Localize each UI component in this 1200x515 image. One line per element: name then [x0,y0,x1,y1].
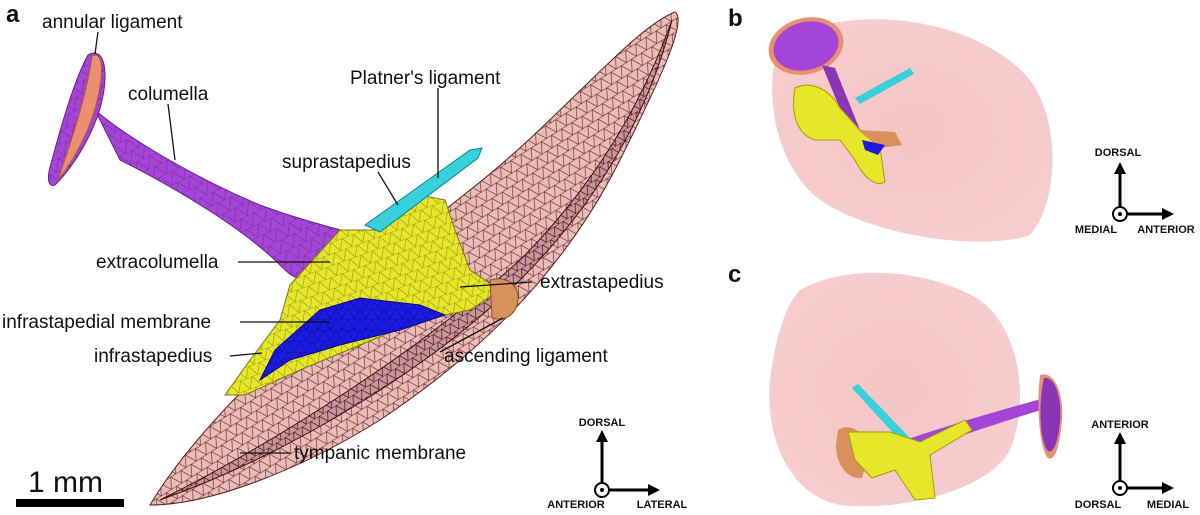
label-annular-ligament: annular ligament [42,12,183,33]
axis-c-up: ANTERIOR [1091,419,1149,431]
label-infrastapedius: infrastapedius [94,346,212,367]
label-tympanic-membrane: tympanic membrane [294,443,466,464]
annular-ligament [57,54,103,181]
orientation-axes-c: ANTERIOR DORSAL MEDIAL [1075,419,1190,511]
axis-c-left: DORSAL [1075,499,1122,511]
infrastapedial-membrane-b [862,140,885,155]
label-columella: columella [128,84,209,105]
columella-footplate-face-c [1040,377,1061,452]
orientation-axes-b: DORSAL MEDIAL ANTERIOR [1075,147,1195,236]
infrastapedial-membrane [258,297,447,382]
panel-b: b DORSAL MEDIAL ANTERIOR [728,5,1195,242]
panel-label-b: b [728,5,743,32]
leader-lines [94,31,533,454]
platners-ligament-b [855,68,914,104]
scale-bar [16,499,124,507]
columella-shaft-b [822,65,862,138]
axis-a-right: LATERAL [637,499,688,511]
ascending-ligament [489,278,519,320]
label-suprastapedius: suprastapedius [282,152,411,173]
scale-bar-label: 1 mm [28,466,103,499]
label-ascending-ligament: ascending ligament [444,346,608,367]
panel-label-c: c [728,261,741,288]
extracolumella-c [847,419,973,501]
tympanic-membrane-fold [159,19,673,501]
ascending-ligament-b [858,130,902,148]
extracolumella-b [793,84,886,184]
label-extracolumella: extracolumella [96,252,219,273]
axis-a-left: ANTERIOR [547,499,605,511]
columella-footplate-face-b [773,21,839,71]
axis-b-left: MEDIAL [1075,224,1117,236]
platners-ligament-c [852,384,912,446]
axis-a-up: DORSAL [579,417,626,429]
axis-b-right: ANTERIOR [1137,224,1195,236]
ghost-tympanic-membrane-b [772,19,1053,242]
label-platners-ligament: Platner's ligament [350,68,501,89]
orientation-axes-a: DORSAL ANTERIOR LATERAL [547,417,687,511]
ghost-tympanic-membrane-c [769,272,1020,507]
label-extrastapedius: extrastapedius [540,272,664,293]
panel-c: c ANTERIOR DORSAL MEDIAL [728,261,1189,511]
panel-a: a annular ligament columella Platner's l… [2,1,688,511]
axis-c-right: MEDIAL [1147,499,1189,511]
axis-b-up: DORSAL [1095,147,1142,159]
platners-ligament [364,147,483,233]
panel-label-a: a [6,1,20,28]
label-infrastapedial-membrane: infrastapedial membrane [2,312,211,333]
